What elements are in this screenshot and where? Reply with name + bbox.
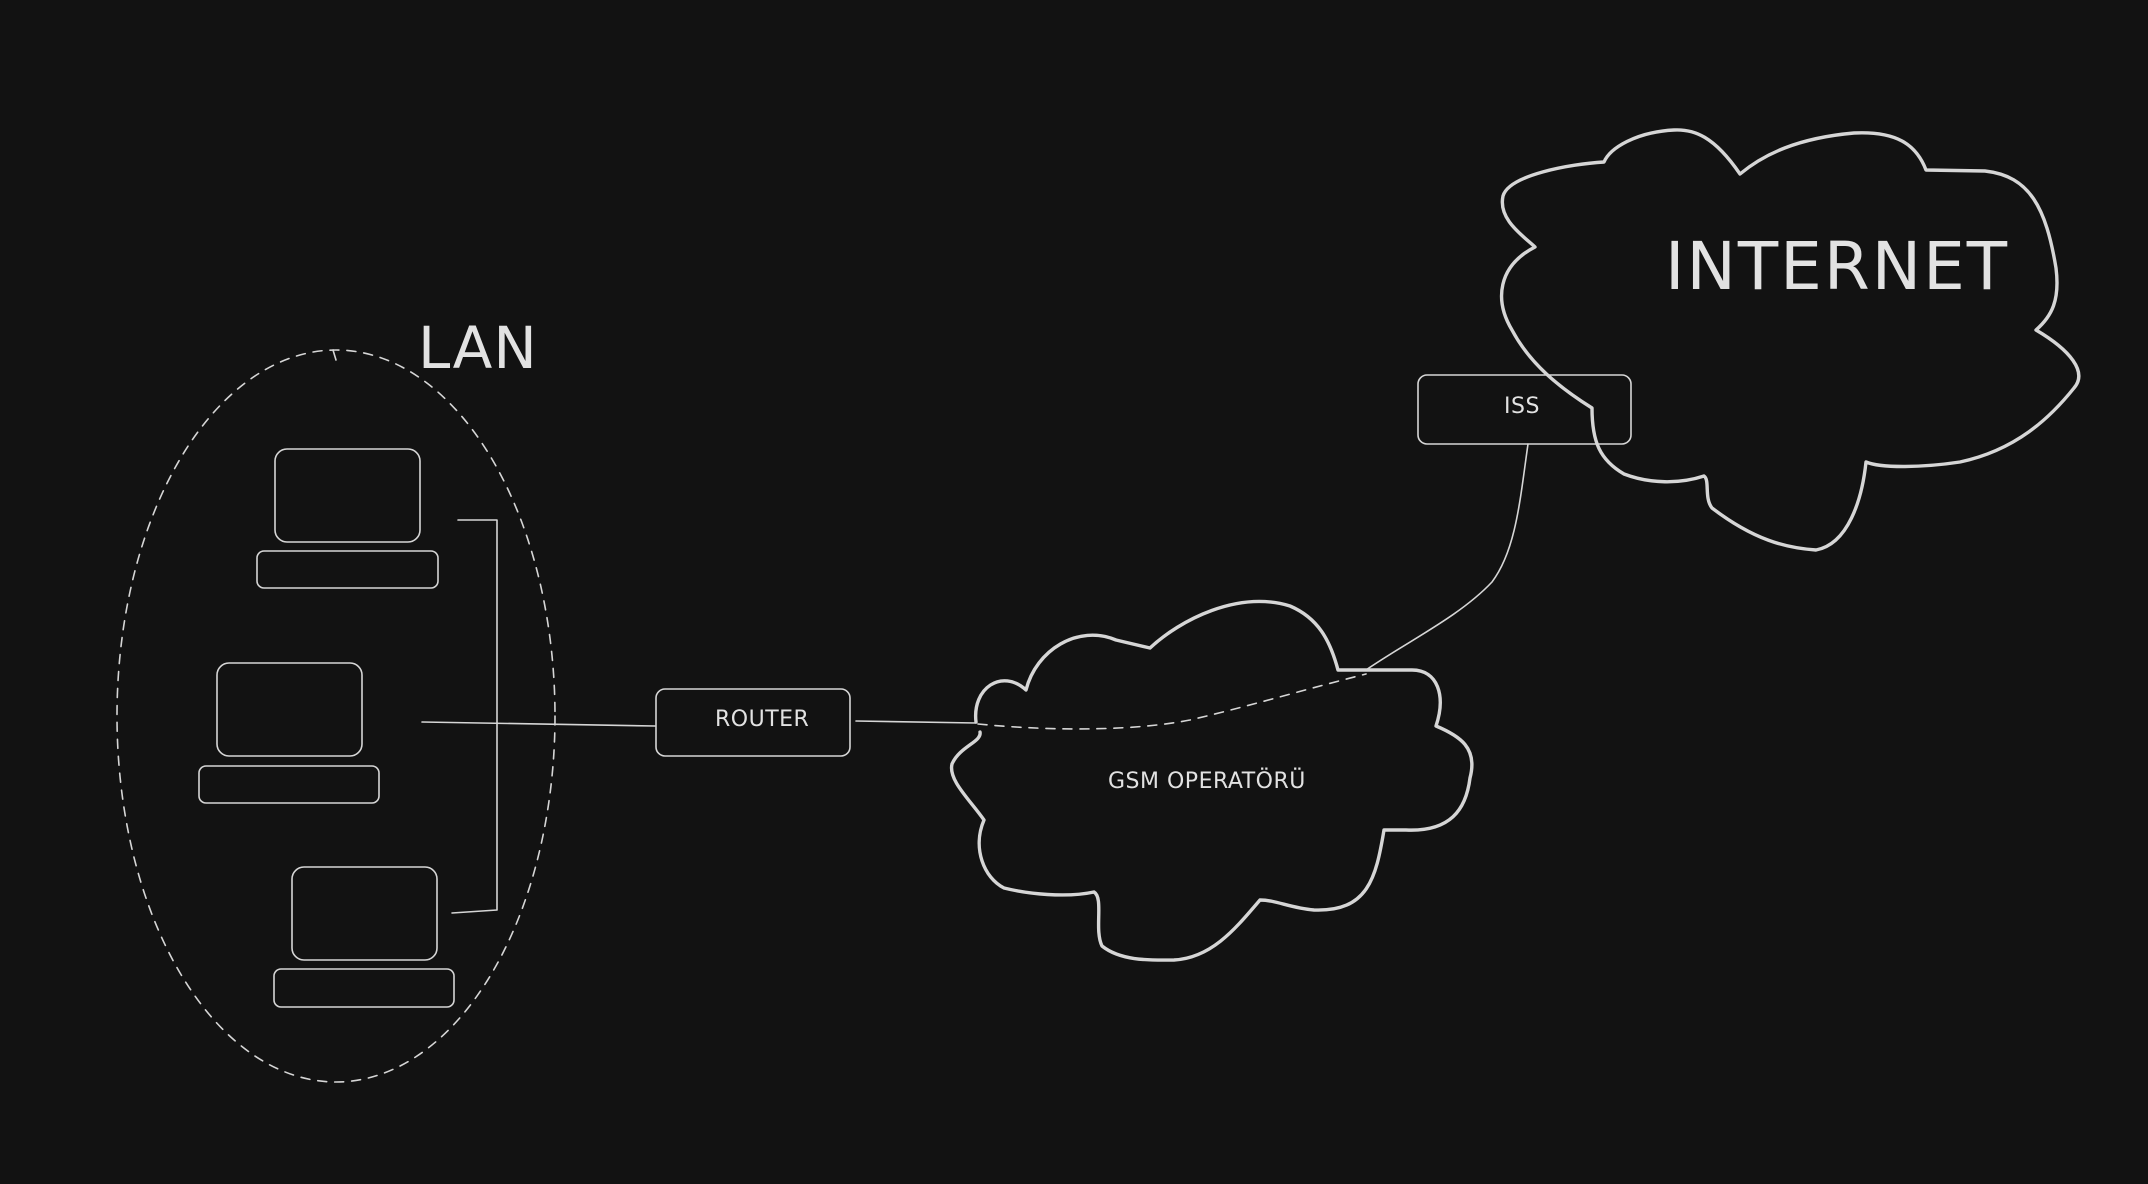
internet-title: INTERNET (1665, 228, 2010, 305)
iss-label: ISS (1504, 394, 1540, 419)
workstation-3-monitor (291, 866, 438, 961)
gsm-iss-link (1365, 443, 1529, 671)
router-gsm-link (855, 720, 977, 724)
workstation-3-keyboard (273, 968, 455, 1008)
gsm-tunnel-dashed (977, 673, 1367, 730)
router-label: ROUTER (715, 707, 810, 732)
lan-boundary-tick (332, 349, 337, 361)
router-box (655, 688, 851, 757)
internet-cloud (1499, 128, 2081, 552)
iss-box (1417, 374, 1632, 445)
workstation-2 (198, 662, 380, 804)
workstation-2-monitor (216, 662, 363, 757)
workstation-1-monitor (274, 448, 421, 543)
lan-title: LAN (418, 314, 538, 382)
gsm-label: GSM OPERATÖRÜ (1108, 769, 1306, 794)
workstation-2-keyboard (198, 765, 380, 804)
gsm-cloud (949, 599, 1474, 962)
workstation-1-keyboard (256, 550, 439, 589)
lan-bus (421, 519, 656, 914)
workstation-1 (256, 448, 439, 589)
workstation-3 (273, 866, 455, 1008)
lan-boundary (116, 349, 556, 1083)
